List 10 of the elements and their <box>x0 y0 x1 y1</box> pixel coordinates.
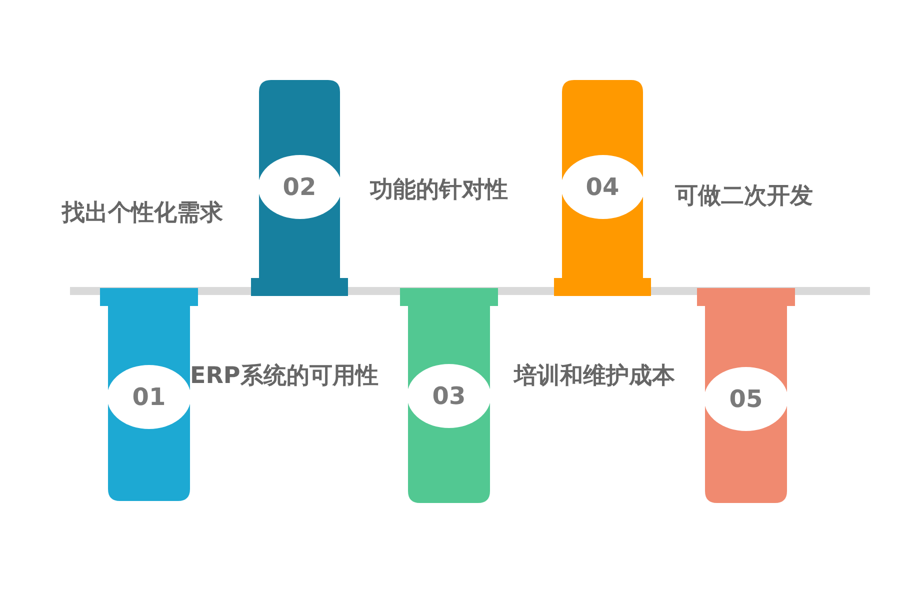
number-badge: 03 <box>407 364 491 428</box>
pillar-caption: 培训和维护成本 <box>514 362 675 391</box>
number-badge: 01 <box>107 365 191 429</box>
pillar-caption: ERP系统的可用性 <box>190 362 378 391</box>
number-badge: 04 <box>560 155 644 219</box>
pillar-caption: 可做二次开发 <box>675 182 813 211</box>
pillar-caption: 找出个性化需求 <box>62 199 223 228</box>
number-badge: 02 <box>258 155 342 219</box>
number-badge: 05 <box>704 367 788 431</box>
pillar-caption: 功能的针对性 <box>370 176 508 205</box>
